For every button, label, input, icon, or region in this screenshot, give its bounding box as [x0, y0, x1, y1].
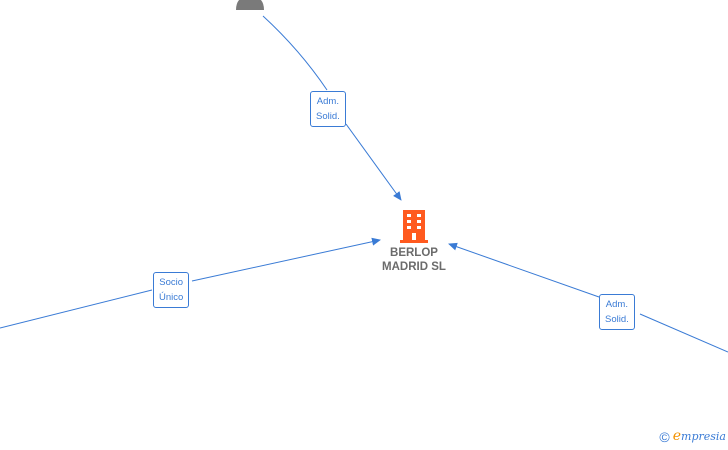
person-icon[interactable] — [234, 0, 266, 15]
edge-label-right[interactable]: Adm. Solid. — [599, 294, 635, 330]
edge-label-left[interactable]: Socio Único — [153, 272, 190, 308]
company-name-line2: MADRID SL — [382, 261, 446, 273]
edge-label-top-line1: Adm. — [316, 96, 339, 107]
brand-name: mpresia — [681, 429, 726, 443]
edge-top — [262, 15, 401, 200]
company-name-line1: BERLOP — [390, 247, 438, 259]
brand-e: e — [672, 427, 682, 444]
edge-right — [449, 244, 728, 353]
building-icon — [400, 210, 428, 243]
edge-left — [0, 240, 380, 329]
edge-label-left-line2: Único — [159, 292, 184, 303]
copyright-symbol: © — [659, 429, 670, 445]
edge-label-top-line2: Solid. — [316, 111, 340, 122]
brand-logo: ©empresia — [659, 428, 726, 445]
company-node[interactable]: BERLOP MADRID SL — [364, 208, 464, 274]
edge-label-right-line2: Solid. — [605, 314, 629, 325]
edge-label-right-line1: Adm. — [605, 299, 628, 310]
edge-label-top[interactable]: Adm. Solid. — [310, 91, 346, 127]
edge-label-left-line1: Socio — [159, 277, 184, 288]
